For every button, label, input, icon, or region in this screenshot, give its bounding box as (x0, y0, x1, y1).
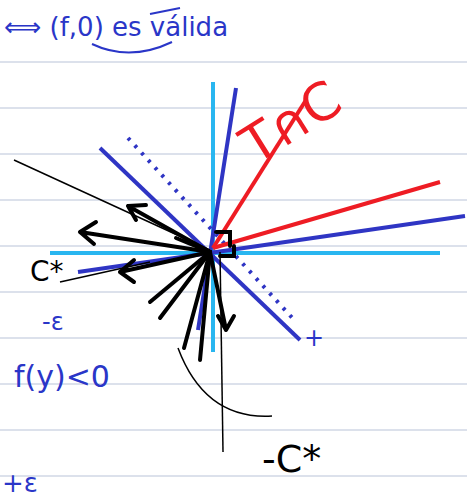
sign-mark: + (304, 326, 324, 350)
epsilon-label: +ε (2, 470, 38, 496)
region-label: T∩C (232, 72, 350, 172)
notebook-lines (0, 62, 467, 476)
cone-label: -C* (262, 440, 321, 478)
thin-lines (14, 160, 272, 452)
epsilon-label: -ε (42, 310, 64, 334)
underline (92, 42, 172, 53)
inequality-note: f(y)<0 (14, 362, 110, 392)
heading-note: ⟺ (f,0) es válida (4, 14, 228, 40)
arrows (80, 205, 234, 360)
cone-label: C* (30, 258, 64, 286)
